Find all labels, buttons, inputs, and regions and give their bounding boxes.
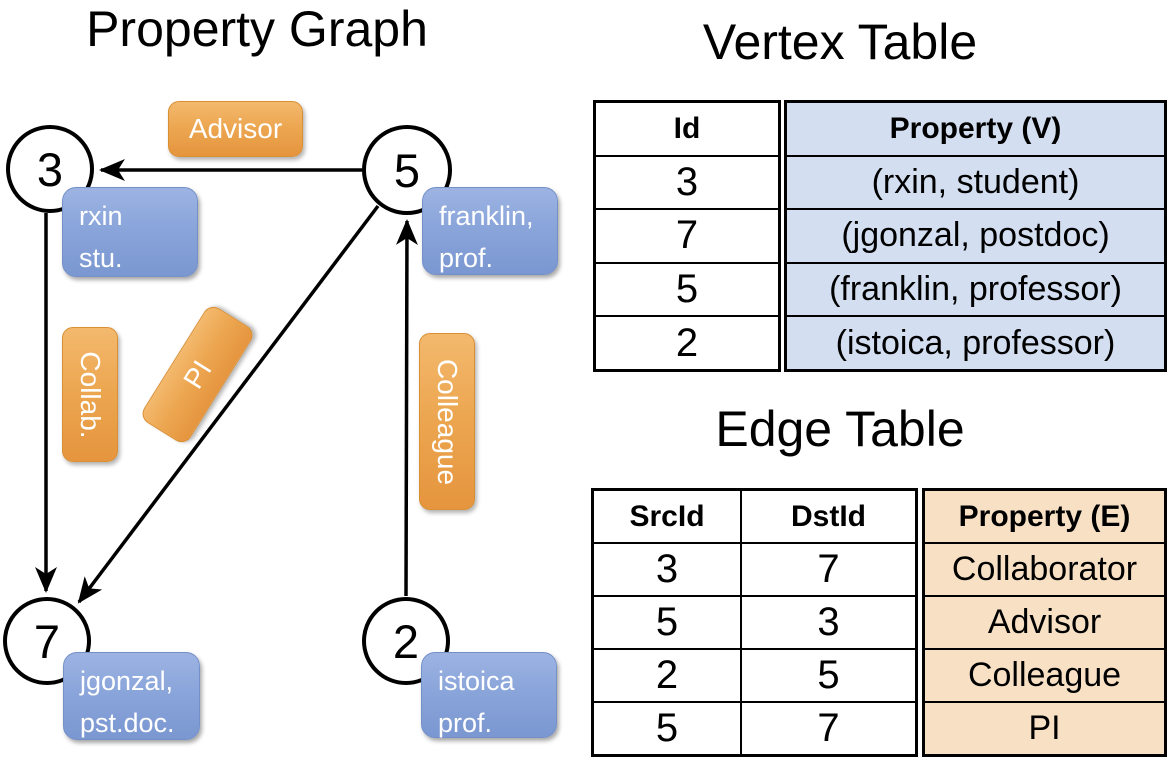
edge-srcid-header: SrcId bbox=[594, 491, 742, 542]
vertex-row-property: (istoica, professor) bbox=[787, 315, 1164, 369]
vertex-table-id-column: Id 3 7 5 2 bbox=[593, 100, 781, 372]
vertex-property-box-5: franklin, prof. bbox=[422, 187, 558, 275]
vertex-7-line1: jgonzal, bbox=[80, 666, 174, 696]
edge-label-advisor-text: Advisor bbox=[188, 113, 283, 144]
edge-table-row: 3 7 bbox=[594, 542, 915, 595]
edge-table-row: 5 3 bbox=[594, 595, 915, 648]
edge-table-row: 2 5 bbox=[594, 648, 915, 701]
vertex-property-box-2: istoica prof. bbox=[421, 652, 557, 738]
vertex-7-line2: pst.doc. bbox=[80, 707, 175, 738]
graph-edge-lines bbox=[35, 159, 418, 604]
edge-row-dst: 3 bbox=[817, 600, 840, 644]
vertex-5-line1: franklin, bbox=[439, 201, 534, 231]
edge-row-src: 5 bbox=[594, 597, 742, 648]
vertex-row-property: (rxin, student) bbox=[787, 154, 1164, 209]
edge-row-dst: 7 bbox=[817, 706, 840, 750]
edge-label-colleague-text: Colleague bbox=[432, 358, 463, 485]
edge-table-property-column: Property (E) Collaborator Advisor Collea… bbox=[922, 488, 1167, 757]
node-5-id: 5 bbox=[393, 143, 421, 197]
edge-row-src: 5 bbox=[594, 703, 742, 754]
vertex-property-box-3: rxin stu. bbox=[62, 187, 198, 277]
edge-table-row: 5 7 bbox=[594, 701, 915, 754]
vertex-row-id: 5 bbox=[596, 261, 778, 316]
edge-dstid-header: DstId bbox=[791, 499, 866, 533]
edge-label-pi-text: PI bbox=[176, 354, 218, 394]
node-7-id: 7 bbox=[33, 614, 61, 668]
edge-row-property: Colleague bbox=[925, 648, 1164, 701]
graph-node-2: 2 bbox=[362, 597, 450, 685]
edge-row-src: 3 bbox=[594, 544, 742, 595]
vertex-row-id: 3 bbox=[596, 154, 778, 209]
vertex-row-id: 7 bbox=[596, 208, 778, 262]
node-3-id: 3 bbox=[36, 142, 64, 196]
vertex-table-property-column: Property (V) (rxin, student) (jgonzal, p… bbox=[784, 100, 1167, 372]
vertex-3-line2: stu. bbox=[79, 242, 123, 273]
node-2-id: 2 bbox=[392, 614, 420, 668]
edge-row-dst: 7 bbox=[817, 547, 840, 591]
vertex-3-line1: rxin bbox=[79, 201, 123, 231]
vertex-id-header: Id bbox=[673, 111, 701, 145]
vertex-5-line2: prof. bbox=[439, 242, 494, 273]
edge-row-property: Collaborator bbox=[925, 542, 1164, 595]
edge-property-header: Property (E) bbox=[958, 499, 1131, 533]
vertex-row-property: (franklin, professor) bbox=[787, 261, 1164, 316]
graph-node-5: 5 bbox=[362, 125, 452, 215]
edge-table-header-row: SrcId DstId bbox=[594, 491, 915, 542]
edge-label-collab: Collab. bbox=[62, 327, 118, 462]
vertex-2-line1: istoica bbox=[438, 666, 515, 696]
edge-label-advisor: Advisor bbox=[168, 101, 303, 157]
vertex-2-line2: prof. bbox=[438, 707, 493, 738]
edge-table-id-columns: SrcId DstId 3 7 5 3 2 5 5 7 bbox=[591, 488, 918, 757]
property-graph-title: Property Graph bbox=[86, 1, 428, 57]
edge-row-src: 2 bbox=[594, 650, 742, 701]
edge-row-dst: 5 bbox=[817, 653, 840, 697]
vertex-property-header: Property (V) bbox=[889, 111, 1062, 145]
edge-label-collab-text: Collab. bbox=[75, 350, 106, 439]
vertex-property-box-7: jgonzal, pst.doc. bbox=[63, 652, 200, 740]
edge-table-title: Edge Table bbox=[715, 401, 965, 457]
vertex-row-id: 2 bbox=[596, 315, 778, 369]
edge-label-colleague: Colleague bbox=[419, 333, 475, 510]
edge-2-to-5-colleague bbox=[395, 219, 418, 597]
edge-row-property: PI bbox=[925, 701, 1164, 754]
edge-row-property: Advisor bbox=[925, 595, 1164, 648]
edge-5-to-7-pi bbox=[77, 204, 380, 604]
vertex-row-property: (jgonzal, postdoc) bbox=[787, 208, 1164, 262]
vertex-table-title: Vertex Table bbox=[702, 14, 978, 70]
